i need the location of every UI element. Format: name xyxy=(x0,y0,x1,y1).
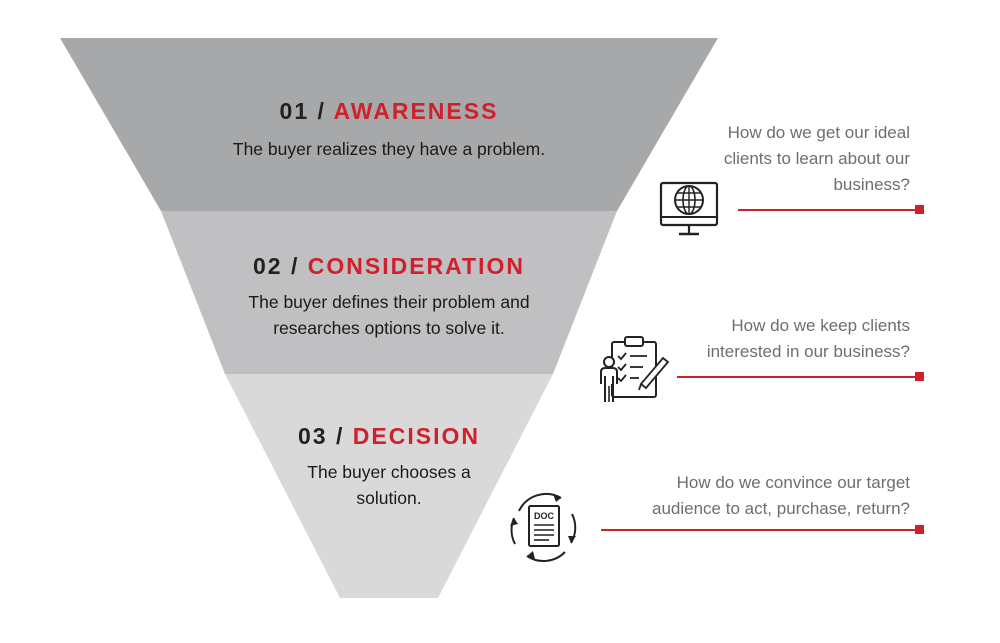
person-checklist-icon xyxy=(600,336,670,402)
stage-description-awareness: The buyer realizes they have a problem. xyxy=(232,139,546,159)
question-awareness: How do we get our ideal clients to learn… xyxy=(723,123,910,194)
connector-line-awareness xyxy=(738,209,918,211)
stage-heading-awareness: 01 / AWARENESS xyxy=(189,98,589,125)
connector-end-awareness xyxy=(915,205,924,214)
stage-label: CONSIDERATION xyxy=(307,253,525,279)
connector-line-decision xyxy=(601,529,918,531)
stage-number: 02 / xyxy=(252,253,300,279)
stage-label: DECISION xyxy=(352,423,480,449)
stage-description-decision: The buyer chooses a solution. xyxy=(307,462,471,508)
doc-icon-label: DOC xyxy=(534,511,555,521)
stage-number: 03 / xyxy=(298,423,345,449)
stage-number: 01 / xyxy=(279,98,326,124)
funnel-band-awareness xyxy=(60,38,718,211)
connector-line-consideration xyxy=(677,376,918,378)
funnel-band-consideration xyxy=(161,211,617,374)
stage-heading-consideration: 02 / CONSIDERATION xyxy=(189,253,589,280)
document-cycle-icon: DOC xyxy=(510,493,577,562)
stage-label: AWARENESS xyxy=(333,98,499,124)
connector-end-consideration xyxy=(915,372,924,381)
funnel-band-decision xyxy=(225,374,553,598)
stage-heading-decision: 03 / DECISION xyxy=(189,423,589,450)
stage-description-consideration: The buyer defines their problem and rese… xyxy=(248,292,530,338)
globe-monitor-icon xyxy=(659,181,719,236)
connector-end-decision xyxy=(915,525,924,534)
question-consideration: How do we keep clients interested in our… xyxy=(706,316,910,361)
question-decision: How do we convince our target audience t… xyxy=(652,473,910,518)
